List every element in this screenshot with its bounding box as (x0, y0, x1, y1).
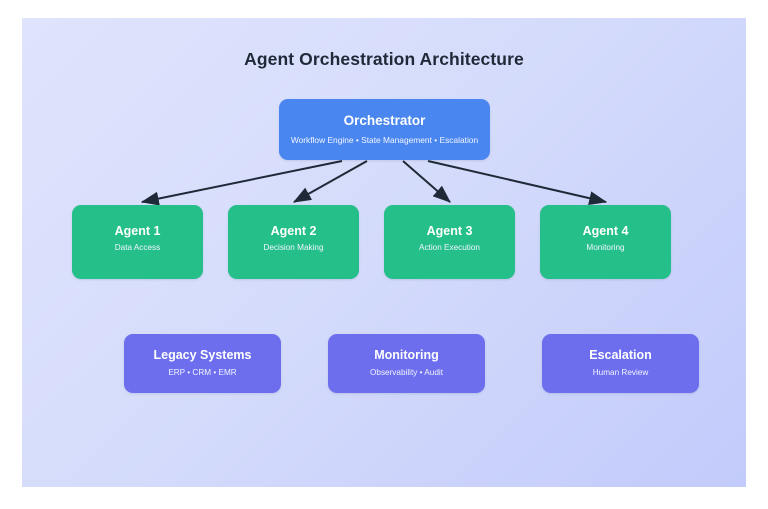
node-agent-2-title: Agent 2 (270, 224, 317, 239)
diagram-panel: Agent Orchestration Architecture Orchest… (22, 18, 746, 487)
node-orchestrator-subtitle: Workflow Engine • State Management • Esc… (290, 135, 479, 146)
connector-orchestrator-agent-3 (402, 160, 451, 203)
node-legacy-systems[interactable]: Legacy Systems ERP • CRM • EMR (124, 334, 281, 393)
node-agent-1-title: Agent 1 (114, 224, 161, 239)
page-title: Agent Orchestration Architecture (244, 49, 524, 69)
node-agent-1-subtitle: Data Access (114, 243, 161, 253)
node-agent-4-subtitle: Monitoring (586, 243, 625, 253)
node-agent-3[interactable]: Agent 3 Action Execution (384, 205, 515, 279)
node-agent-2[interactable]: Agent 2 Decision Making (228, 205, 359, 279)
node-monitoring[interactable]: Monitoring Observability • Audit (328, 334, 485, 393)
node-legacy-systems-subtitle: ERP • CRM • EMR (168, 368, 237, 378)
node-monitoring-subtitle: Observability • Audit (370, 368, 443, 378)
node-agent-3-title: Agent 3 (426, 224, 473, 239)
node-agent-2-subtitle: Decision Making (263, 243, 324, 253)
connector-orchestrator-agent-4 (427, 160, 608, 206)
connector-orchestrator-agent-1 (140, 160, 343, 206)
node-orchestrator-title: Orchestrator (343, 113, 426, 129)
node-orchestrator[interactable]: Orchestrator Workflow Engine • State Man… (279, 99, 490, 160)
node-agent-4[interactable]: Agent 4 Monitoring (540, 205, 671, 279)
node-agent-1[interactable]: Agent 1 Data Access (72, 205, 203, 279)
node-monitoring-title: Monitoring (374, 348, 439, 363)
node-agent-3-subtitle: Action Execution (419, 243, 480, 253)
node-escalation-title: Escalation (589, 348, 652, 363)
node-escalation-subtitle: Human Review (592, 368, 649, 378)
connector-orchestrator-agent-2 (292, 160, 368, 203)
node-escalation[interactable]: Escalation Human Review (542, 334, 699, 393)
node-agent-4-title: Agent 4 (582, 224, 629, 239)
node-legacy-systems-title: Legacy Systems (153, 348, 252, 363)
